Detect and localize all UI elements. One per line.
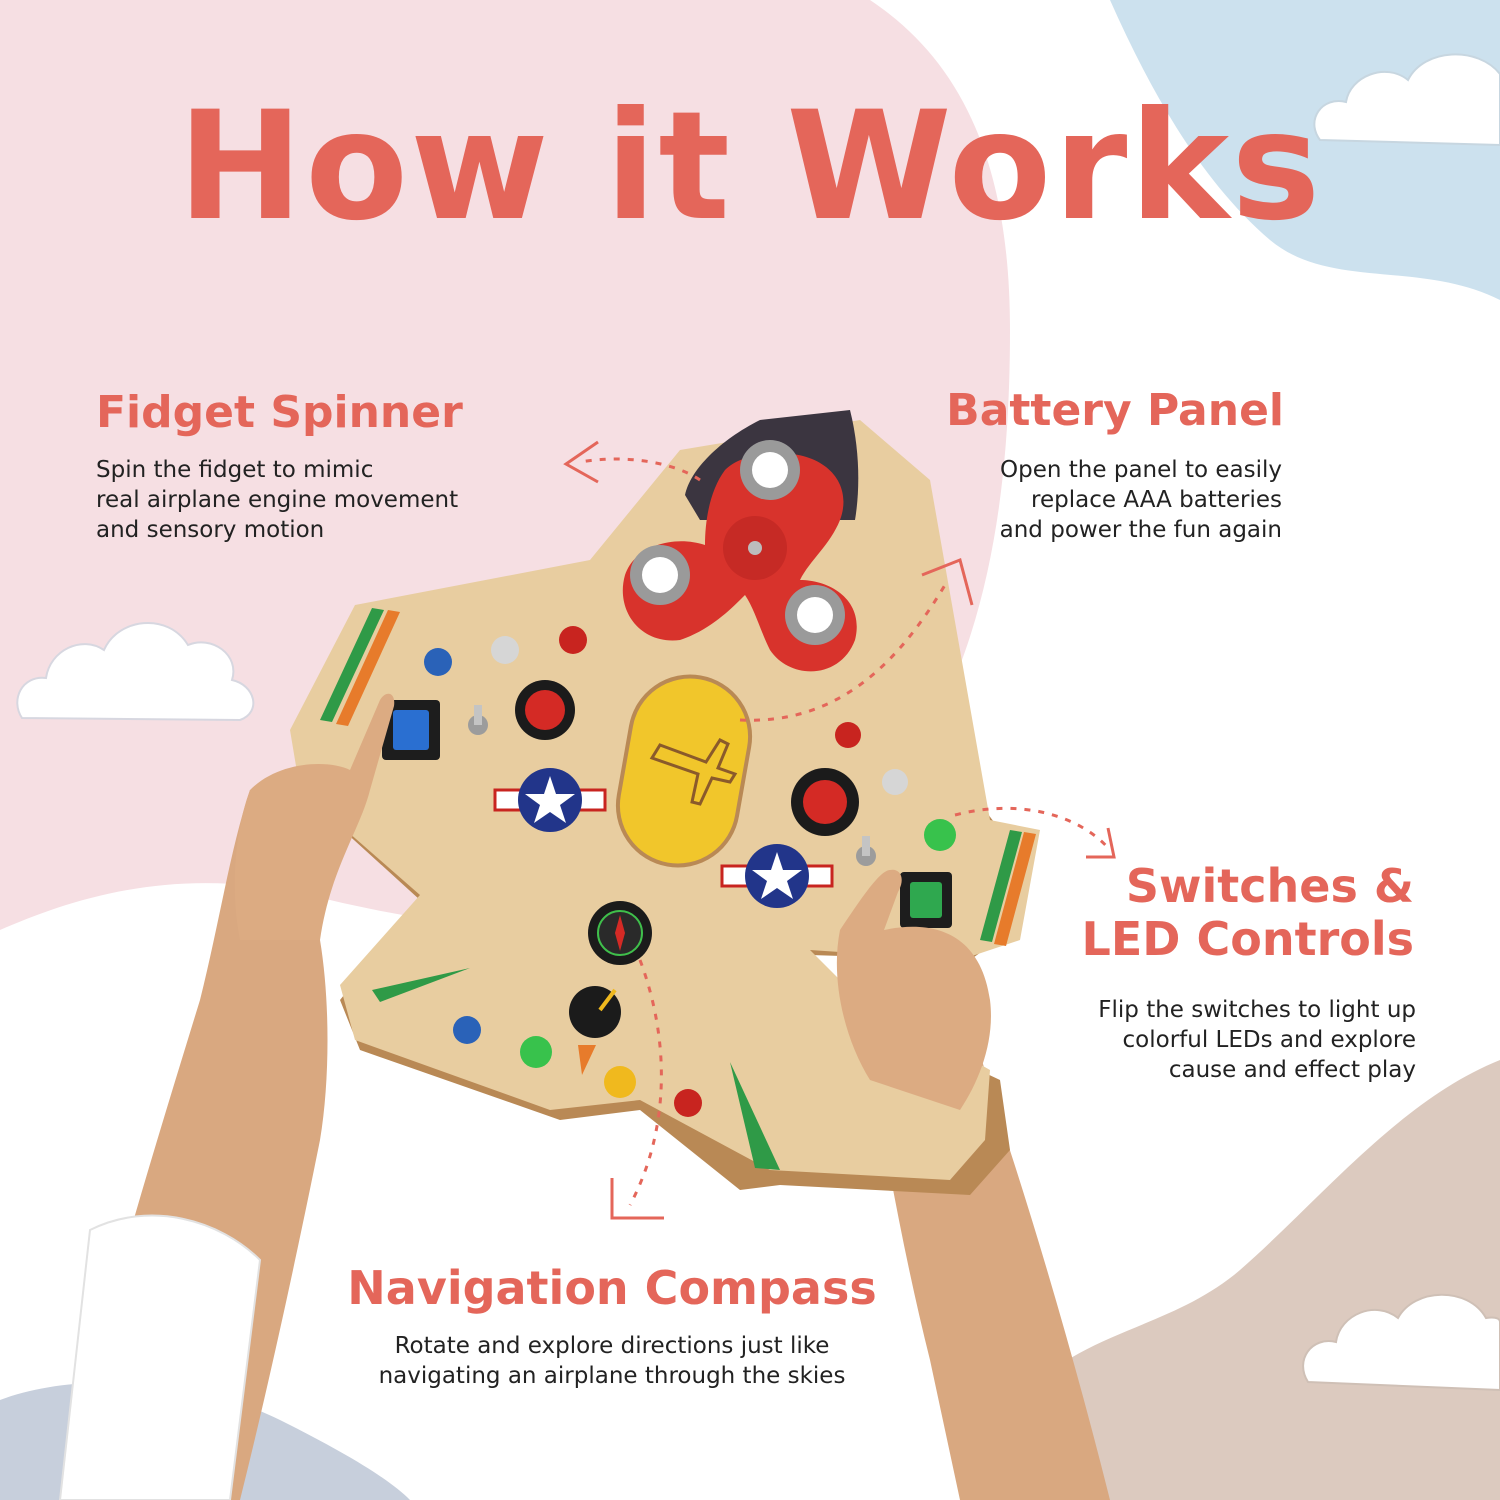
- led-red[interactable]: [674, 1089, 702, 1117]
- arrow-icon: [563, 440, 701, 484]
- cloud-icon: [1302, 1293, 1500, 1392]
- tail-stripe-left: [372, 968, 470, 1002]
- toggle-switch[interactable]: [856, 836, 876, 866]
- star-roundel-icon: [493, 768, 607, 832]
- feature-title-battery-panel: Battery Panel: [946, 385, 1284, 436]
- fidget-spinner[interactable]: [622, 440, 857, 672]
- toggle-switch[interactable]: [468, 705, 488, 735]
- wing-stripe-left: [320, 608, 384, 722]
- feature-description-navigation-compass: Rotate and explore directions just like …: [378, 1333, 846, 1389]
- feature-title-fidget-spinner: Fidget Spinner: [96, 387, 463, 438]
- push-button-red[interactable]: [791, 768, 859, 836]
- led-white[interactable]: [491, 636, 519, 664]
- led-yellow[interactable]: [604, 1066, 636, 1098]
- led-green[interactable]: [520, 1036, 552, 1068]
- led-blue[interactable]: [424, 648, 452, 676]
- left-sleeve: [58, 1214, 262, 1500]
- blue-blob: [1110, 0, 1500, 300]
- wing-stripe-right: [980, 830, 1022, 942]
- arrow-icon: [610, 959, 664, 1220]
- airplane-icon: [649, 738, 738, 806]
- tail-stripe-right: [730, 1062, 780, 1170]
- feature-description-battery-panel: Open the panel to easily replace AAA bat…: [999, 457, 1282, 543]
- led-white[interactable]: [882, 769, 908, 795]
- cloud-icon: [16, 622, 255, 722]
- rocker-switch-blue[interactable]: [382, 700, 440, 760]
- battery-panel[interactable]: [608, 667, 759, 875]
- star-roundel-icon: [720, 844, 834, 908]
- push-button-red[interactable]: [515, 680, 575, 740]
- left-hand: [234, 693, 395, 940]
- feature-title-navigation-compass: Navigation Compass: [347, 1261, 877, 1315]
- led-red[interactable]: [559, 626, 587, 654]
- cloud-icon: [1313, 53, 1500, 147]
- feature-title-switches-led: Switches & LED Controls: [1081, 859, 1414, 966]
- led-blue[interactable]: [453, 1016, 481, 1044]
- arrow-icon: [739, 557, 974, 722]
- led-green[interactable]: [924, 819, 956, 851]
- wing-stripe-left-orange: [336, 610, 400, 726]
- taupe-blob: [975, 1060, 1500, 1500]
- led-red[interactable]: [835, 722, 861, 748]
- arrow-icon: [954, 806, 1116, 859]
- feature-description-fidget-spinner: Spin the fidget to mimic real airplane e…: [96, 457, 459, 543]
- wing-stripe-right-orange: [994, 832, 1036, 946]
- page-title: How it Works: [177, 80, 1323, 254]
- compass-icon[interactable]: [588, 901, 652, 965]
- rotary-knob[interactable]: [569, 986, 621, 1075]
- right-hand: [836, 869, 991, 1110]
- feature-description-switches-led: Flip the switches to light up colorful L…: [1098, 997, 1416, 1083]
- rocker-switch-green[interactable]: [900, 872, 952, 928]
